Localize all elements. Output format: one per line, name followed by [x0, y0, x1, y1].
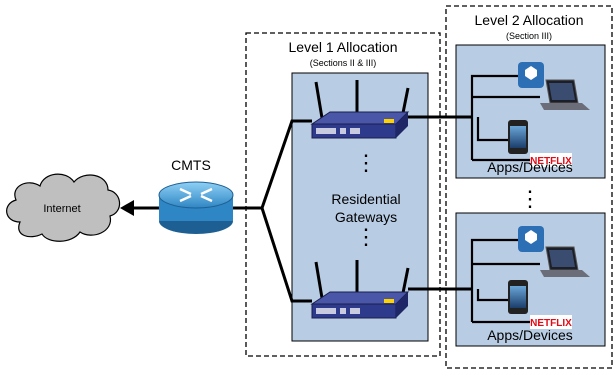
level2-title: Level 2 Allocation	[475, 12, 584, 28]
devices-ellipsis: ⋮	[519, 186, 541, 211]
smartphone-icon	[508, 120, 528, 154]
dropbox-icon	[518, 62, 544, 88]
gateways-ellipsis-bottom: ⋮	[355, 224, 377, 249]
cmts-label: CMTS	[171, 157, 211, 173]
smartphone-icon	[508, 280, 528, 314]
gateways-ellipsis-top: ⋮	[355, 150, 377, 175]
level2-subtitle: (Section III)	[506, 31, 552, 41]
netflix-logo-text: NETFLIX	[530, 318, 572, 329]
netflix-logo-icon: NETFLIX	[530, 315, 572, 329]
netflix-logo-icon: NETFLIX	[530, 153, 572, 167]
arrow-head-icon	[120, 200, 134, 216]
netflix-logo-text: NETFLIX	[530, 156, 572, 167]
level2-region	[445, 5, 613, 369]
gateways-label-line2: Gateways	[335, 209, 397, 225]
internet-label: Internet	[43, 203, 80, 215]
level1-title: Level 1 Allocation	[289, 39, 398, 55]
level1-subtitle: (Sections II & III)	[310, 58, 377, 68]
device-tree-top	[470, 74, 540, 162]
laptop-icon	[540, 246, 590, 277]
connection-lines	[233, 115, 472, 303]
gateway-router-bottom-icon	[310, 260, 410, 319]
gateway-router-top-icon	[310, 80, 410, 139]
devices-label-top: Apps/Devices	[487, 159, 573, 175]
devices-label-bottom: Apps/Devices	[487, 327, 573, 343]
internet-cloud-icon	[6, 173, 121, 242]
cmts-router-icon	[158, 181, 234, 234]
device-tree-bottom	[470, 238, 540, 324]
dropbox-icon	[518, 226, 544, 252]
gateways-label-line1: Residential	[331, 191, 400, 207]
laptop-icon	[540, 79, 590, 110]
level1-region	[245, 32, 441, 357]
